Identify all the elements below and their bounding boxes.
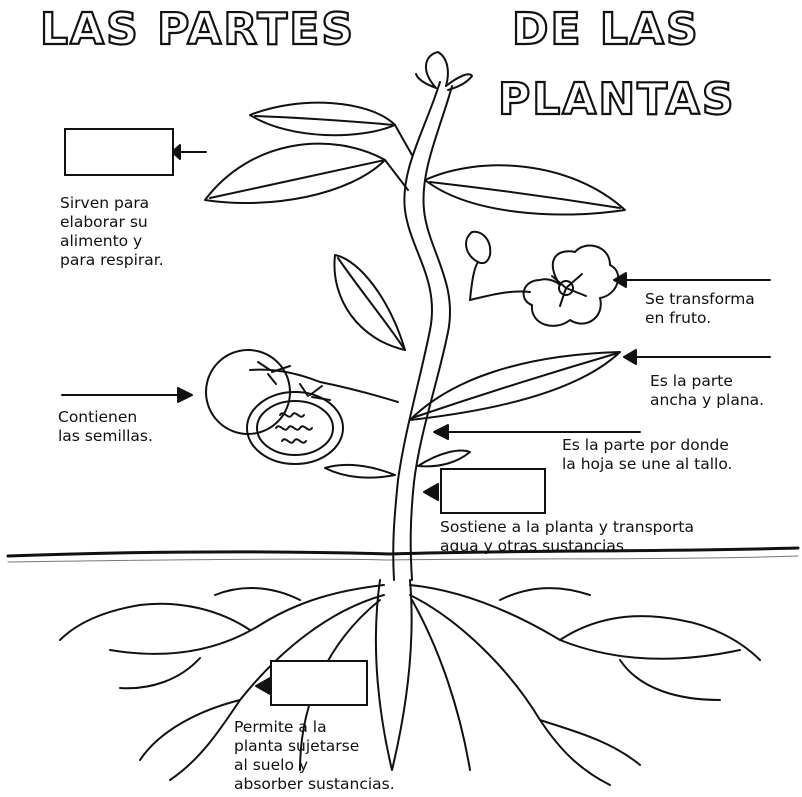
small-leaves-icon [324,449,471,479]
flower-icon [469,244,620,327]
answer-box-stem[interactable] [440,468,546,514]
answer-box-roots[interactable] [270,660,368,706]
label-petiole: Es la parte por donde la hoja se une al … [562,436,733,473]
label-flower: Se transforma en fruto. [645,290,755,327]
arrows [61,144,771,695]
top-bud-icon [415,51,473,91]
answer-box-leaves[interactable] [64,128,174,176]
title-line-1: LAS PARTES [39,4,356,55]
title-line-3: PLANTAS [497,74,736,125]
label-stem: Sostiene a la planta y transporta agua y… [440,518,694,555]
label-roots: Permite a la planta sujetarse al suelo y… [234,718,395,793]
flower-bud-icon [465,230,492,301]
fruit-icon [205,349,399,465]
blade-leaf-icon [409,351,621,421]
mid-left-leaf-icon [333,254,406,351]
right-leaf-icon [424,164,626,216]
upper-left-leaf-icon [249,101,413,156]
title-line-2: DE LAS [511,4,700,55]
stem-icon [392,81,453,581]
ground-line [6,546,800,558]
label-fruit: Contienen las semillas. [58,408,153,445]
label-blade: Es la parte ancha y plana. [650,372,765,409]
left-leaf-icon [204,142,409,205]
roots-icon [59,579,761,786]
label-leaves: Sirven para elaborar su alimento y para … [60,194,164,269]
